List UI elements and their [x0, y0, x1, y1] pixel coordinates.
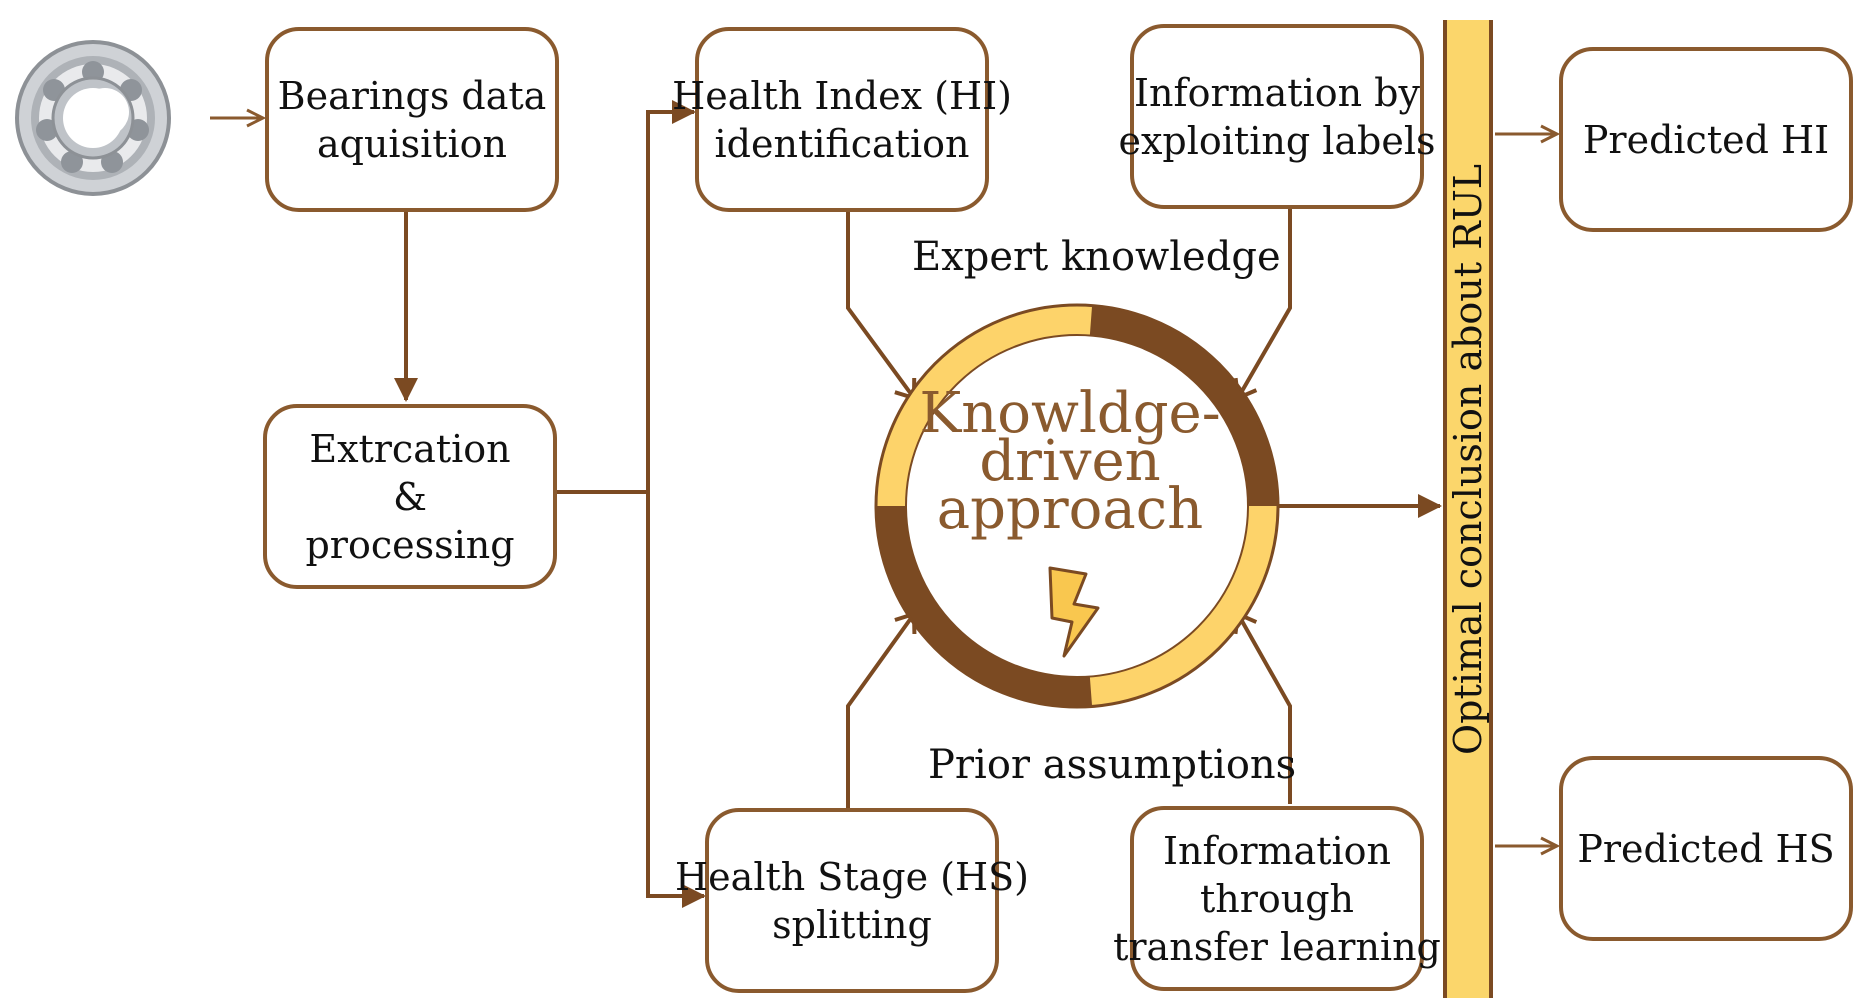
- extraction-line-3: processing: [305, 522, 515, 567]
- transfer-info-line-2: through: [1199, 876, 1355, 921]
- conclusion-bar-label: Optimal conclusion about RUL: [1446, 163, 1490, 755]
- hi-identification-line-2: identification: [714, 121, 970, 166]
- extraction-box: Extrcation & processing: [263, 404, 557, 589]
- hi-identification-line-1: Health Index (HI): [672, 73, 1012, 118]
- arrow-to-hi-identification: [646, 100, 696, 492]
- knowledge-ring: [874, 303, 1280, 709]
- predicted-hi-box: Predicted HI: [1559, 47, 1853, 232]
- expert-knowledge-label: Expert knowledge: [912, 234, 1281, 280]
- acquisition-box: Bearings data aquisition: [265, 27, 559, 212]
- arrow-hi-to-ring: [846, 212, 917, 401]
- arrow-labels-to-ring: [1233, 208, 1292, 401]
- arrow-hs-to-ring: [846, 611, 917, 808]
- predicted-hi-label: Predicted HI: [1582, 117, 1830, 162]
- extraction-line-2: &: [393, 474, 427, 519]
- labels-info-line-1: Information by: [1134, 70, 1420, 115]
- conclusion-bar: [1443, 20, 1493, 998]
- labels-info-line-2: exploiting labels: [1118, 118, 1436, 163]
- transfer-info-line-3: transfer learning: [1113, 924, 1441, 969]
- hs-splitting-line-1: Health Stage (HS): [675, 854, 1029, 899]
- acquisition-line-2: aquisition: [316, 121, 508, 166]
- transfer-info-line-1: Information: [1162, 828, 1392, 873]
- lightning-bolt-icon: [1048, 566, 1100, 658]
- labels-info-box: Information by exploiting labels: [1119, 24, 1436, 209]
- predicted-hs-box: Predicted HS: [1559, 756, 1853, 941]
- hs-splitting-box: Health Stage (HS) splitting: [675, 808, 1029, 993]
- center-line-3: approach: [936, 477, 1204, 542]
- center-line-1: Knowldge-: [919, 381, 1221, 446]
- acquisition-line-1: Bearings data: [277, 73, 547, 118]
- center-line-2: driven: [979, 429, 1161, 494]
- prior-assumptions-label: Prior assumptions: [928, 742, 1297, 788]
- hi-identification-box: Health Index (HI) identification: [672, 27, 1012, 212]
- bearing-icon: [15, 40, 171, 196]
- arrow-transfer-to-ring: [1233, 611, 1292, 804]
- transfer-info-box: Information through transfer learning: [1113, 806, 1441, 991]
- extraction-line-1: Extrcation: [309, 426, 511, 471]
- knowledge-driven-approach-title: Knowldge- driven approach: [905, 381, 1235, 542]
- hs-splitting-line-2: splitting: [772, 902, 932, 947]
- predicted-hs-label: Predicted HS: [1577, 826, 1835, 871]
- arrow-to-hs-splitting: [646, 492, 706, 908]
